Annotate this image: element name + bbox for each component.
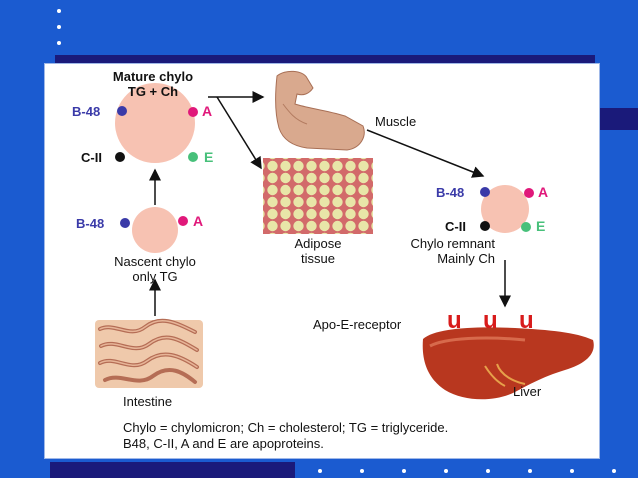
receptor-glyph: u [483,307,498,334]
nascent-chylo-particle [132,207,178,253]
muscle-arm-image [275,70,365,151]
remnant-cii-label: C-II [445,219,466,234]
mature-title-line2: TG + Ch [127,84,179,99]
mature-chylo-title: Mature chylo TG + Ch [93,69,213,99]
bullet-dot [57,9,61,13]
slide-top-band [0,0,638,62]
nascent-label-line1: Nascent chylo [114,254,196,269]
apo-cii-dot [115,152,125,162]
remnant-chylo-particle [481,185,529,233]
footer-dot [612,469,616,473]
footer-dot [360,469,364,473]
intestine-image [95,318,203,388]
footer-dot [570,469,574,473]
nascent-a-label: A [193,213,204,229]
bullet-dot [57,25,61,29]
mature-a-label: A [202,103,213,119]
apo-b48-dot [480,187,490,197]
remnant-label-line2: Mainly Ch [437,251,495,266]
nascent-b48-label: B-48 [76,216,105,231]
remnant-label-line1: Chylo remnant [410,236,495,251]
mature-title-line1: Mature chylo [112,69,194,84]
intestine-label: Intestine [123,394,173,409]
caption: Chylo = chylomicron; Ch = cholesterol; T… [123,420,448,452]
mature-chylo-particle [115,83,195,163]
arrow-mature-to-adipose [216,96,262,170]
adipose-label-line2: tissue [301,251,335,266]
mature-cii-label: C-II [81,150,102,165]
bullet-dot [57,41,61,45]
apo-a-dot [524,188,534,198]
apo-b48-dot [117,106,127,116]
footer-dot [528,469,532,473]
muscle-label: Muscle [375,114,417,129]
apo-e-dot [188,152,198,162]
footer-dot [318,469,322,473]
nascent-label-line2: only TG [132,269,178,284]
mature-e-label: E [204,149,214,165]
apo-b48-dot [120,218,130,228]
caption-line1: Chylo = chylomicron; Ch = cholesterol; T… [123,420,449,435]
apo-a-dot [188,107,198,117]
receptor-glyph: u [447,307,462,334]
liver-image [422,327,594,400]
receptor-glyph: u [519,307,534,334]
remnant-e-label: E [536,218,546,234]
apo-cii-dot [480,221,490,231]
footer-dot [444,469,448,473]
footer-dot [402,469,406,473]
caption-line2: B48, C-II, A and E are apoproteins. [123,436,324,451]
nascent-chylo-label: Nascent chylo only TG [95,254,215,284]
apo-e-receptor-label: Apo-E-receptor [313,317,402,332]
adipose-label-line1: Adipose [294,236,342,251]
liver-label: Liver [513,384,542,399]
diagram-panel: Mature chylo TG + Ch B-48 A C-II E B-48 … [44,63,600,459]
arrow-muscle-to-remnant [366,129,485,178]
remnant-chylo-label: Chylo remnant Mainly Ch [375,236,495,266]
adipose-label: Adipose tissue [278,236,358,266]
mature-b48-label: B-48 [72,104,101,119]
apo-e-dot [521,222,531,232]
adipose-tissue-image [263,158,373,234]
footer-dot [486,469,490,473]
remnant-b48-label: B-48 [436,185,465,200]
footer-bar [50,462,295,478]
diagram-graphics [95,70,594,400]
apo-a-dot [178,216,188,226]
header-rule [55,55,595,65]
side-accent [598,108,638,130]
remnant-a-label: A [538,184,549,200]
